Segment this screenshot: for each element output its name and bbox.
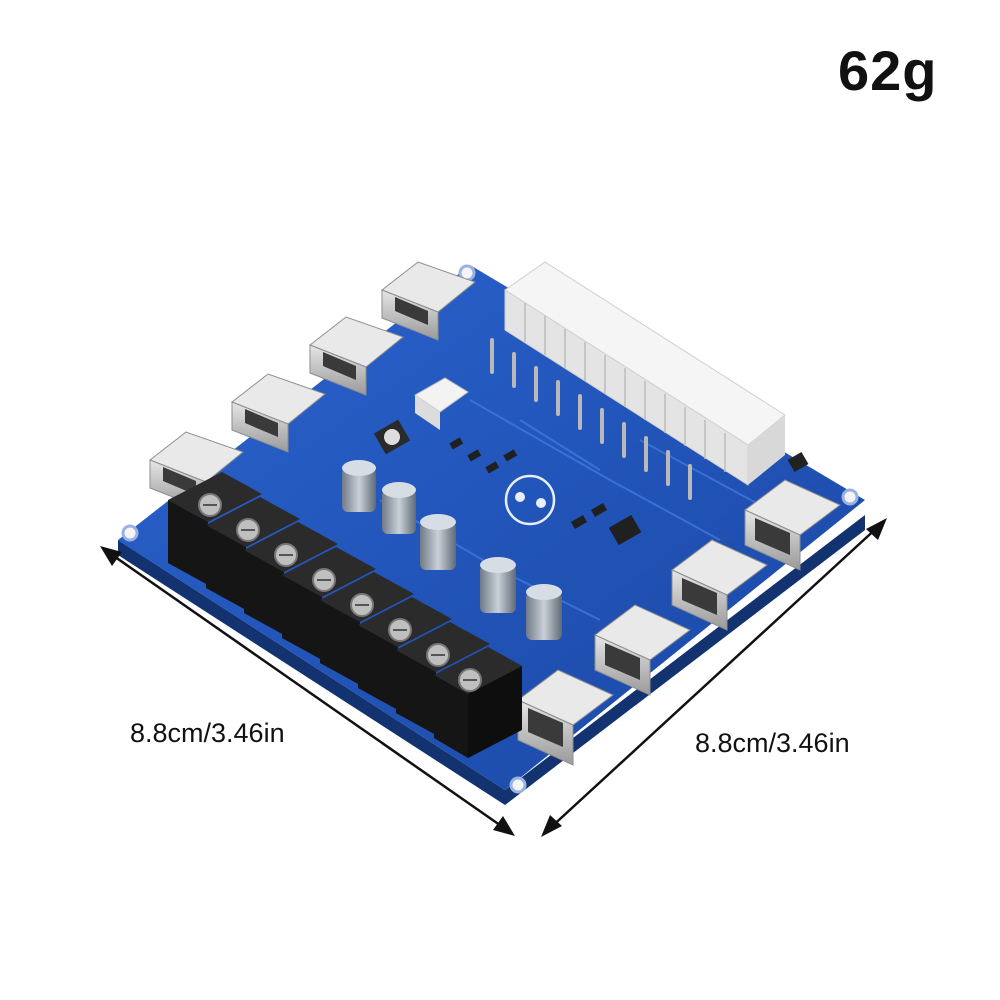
capacitor bbox=[420, 514, 456, 570]
weight-label: 62g bbox=[838, 39, 938, 102]
capacitors bbox=[342, 460, 562, 640]
screw-terminal bbox=[434, 647, 522, 758]
screw-terminal bbox=[168, 472, 262, 585]
screw-terminal bbox=[320, 572, 414, 685]
capacitor bbox=[382, 482, 416, 534]
screw-terminal bbox=[358, 597, 452, 710]
capacitor bbox=[526, 584, 562, 640]
atx-24pin-connector bbox=[490, 261, 786, 500]
capacitor bbox=[480, 557, 516, 613]
usb-port bbox=[744, 479, 841, 571]
jumper-block bbox=[373, 419, 411, 455]
usb-port bbox=[594, 604, 691, 696]
reset-button bbox=[787, 451, 809, 473]
dimension-arrow-depth bbox=[541, 518, 887, 837]
screw-terminal bbox=[206, 497, 300, 610]
usb-port bbox=[309, 316, 405, 396]
screw-terminal-block bbox=[168, 472, 522, 758]
screw-terminal bbox=[282, 547, 376, 660]
width-dimension-label: 8.8cm/3.46in bbox=[130, 718, 285, 748]
screw-terminal bbox=[396, 622, 490, 735]
capacitor bbox=[342, 460, 376, 512]
usb-port bbox=[671, 539, 768, 631]
mounting-holes bbox=[121, 264, 859, 794]
usb-port bbox=[381, 261, 477, 341]
usb-port bbox=[231, 373, 327, 453]
smd-components bbox=[449, 437, 642, 546]
depth-dimension-label: 8.8cm/3.46in bbox=[695, 728, 850, 758]
screw-terminal bbox=[244, 522, 338, 635]
fan-connector bbox=[414, 377, 469, 430]
dimension-arrow-width bbox=[100, 546, 515, 836]
silkscreen-symbol bbox=[504, 474, 556, 526]
